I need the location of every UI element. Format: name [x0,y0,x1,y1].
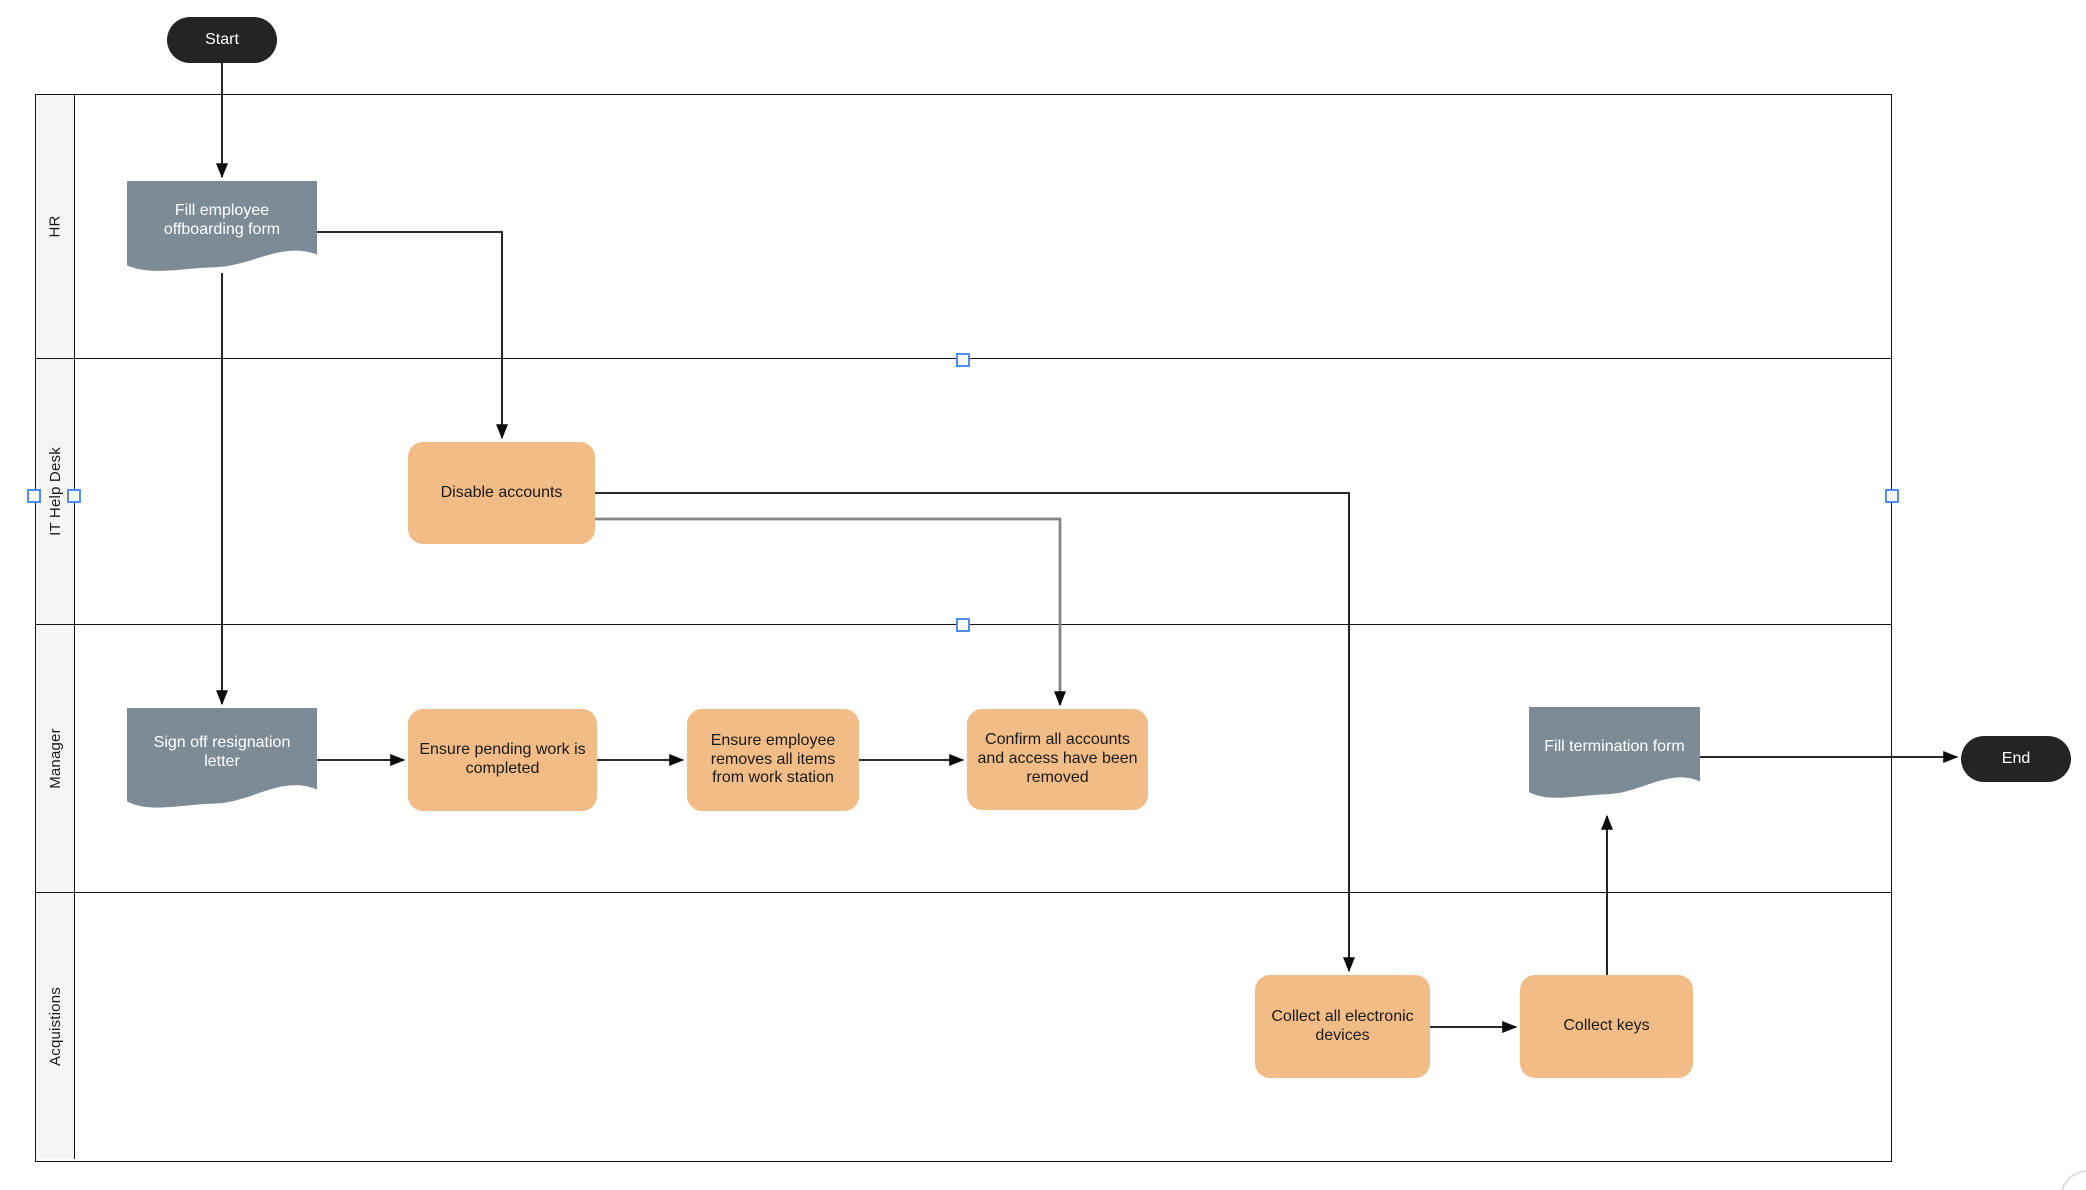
edge-disable-accounts-to-confirm-removed[interactable] [595,517,1066,707]
lane-manager-label: Manager [46,728,64,789]
edge-fill-offboarding-to-disable-accounts[interactable] [317,231,508,440]
node-confirm-accounts-removed[interactable]: Confirm all accounts and access have bee… [967,709,1148,810]
selection-handle-right[interactable] [1885,489,1899,503]
lane-hr[interactable]: HR [36,95,1891,358]
lane-acquistions[interactable]: Acquistions [36,892,1891,1159]
node-sign-off-resignation-letter-label: Sign off resignation letter [153,734,291,770]
node-ensure-pending-work[interactable]: Ensure pending work is completed [408,709,597,811]
lane-hr-body[interactable] [75,95,1891,358]
node-collect-keys-label: Collect keys [1563,1017,1650,1035]
lane-manager-header[interactable]: Manager [36,625,75,892]
node-ensure-pending-work-label: Ensure pending work is completed [419,741,586,777]
selection-handle-top[interactable] [956,353,970,367]
node-ensure-employee-removes-items[interactable]: Ensure employee removes all items from w… [687,709,859,811]
selection-handle-left-inner[interactable] [67,489,81,503]
document-shape-icon [1529,707,1700,798]
node-fill-offboarding-form[interactable]: Fill employee offboarding form [127,181,317,273]
node-start[interactable]: Start [167,17,277,63]
node-start-label: Start [205,30,239,48]
node-fill-termination-form[interactable]: Fill termination form [1529,707,1700,800]
node-ensure-employee-removes-items-label: Ensure employee removes all items from w… [710,731,836,787]
document-shape-icon [127,708,317,808]
node-confirm-accounts-removed-label: Confirm all accounts and access have bee… [977,731,1138,786]
corner-widget-arc [2060,1170,2086,1190]
node-sign-off-resignation-letter[interactable]: Sign off resignation letter [127,708,317,810]
node-collect-electronic-devices-label: Collect all electronic devices [1271,1007,1414,1044]
node-end[interactable]: End [1961,736,2071,782]
node-end-label: End [2001,749,2031,767]
document-shape-icon [127,181,317,271]
lane-hr-header[interactable]: HR [36,95,75,358]
lane-acquistions-header[interactable]: Acquistions [36,893,75,1159]
selection-handle-bottom[interactable] [956,618,970,632]
node-fill-offboarding-form-label: Fill employee offboarding form [163,202,281,238]
node-collect-electronic-devices[interactable]: Collect all electronic devices [1255,975,1430,1078]
node-collect-keys[interactable]: Collect keys [1520,975,1693,1078]
lane-acquistions-label: Acquistions [46,986,64,1066]
lane-hr-label: HR [46,215,64,238]
edge-disable-accounts-to-collect-devices[interactable] [595,492,1355,973]
node-disable-accounts-label: Disable accounts [440,483,563,501]
selection-handle-left-outer[interactable] [27,489,41,503]
node-fill-termination-form-label: Fill termination form [1544,738,1685,756]
lane-it-help-desk-body[interactable] [75,359,1891,624]
lane-it-help-desk-label: IT Help Desk [46,447,64,536]
lane-it-help-desk[interactable]: IT Help Desk [36,358,1891,624]
node-disable-accounts[interactable]: Disable accounts [408,442,595,544]
